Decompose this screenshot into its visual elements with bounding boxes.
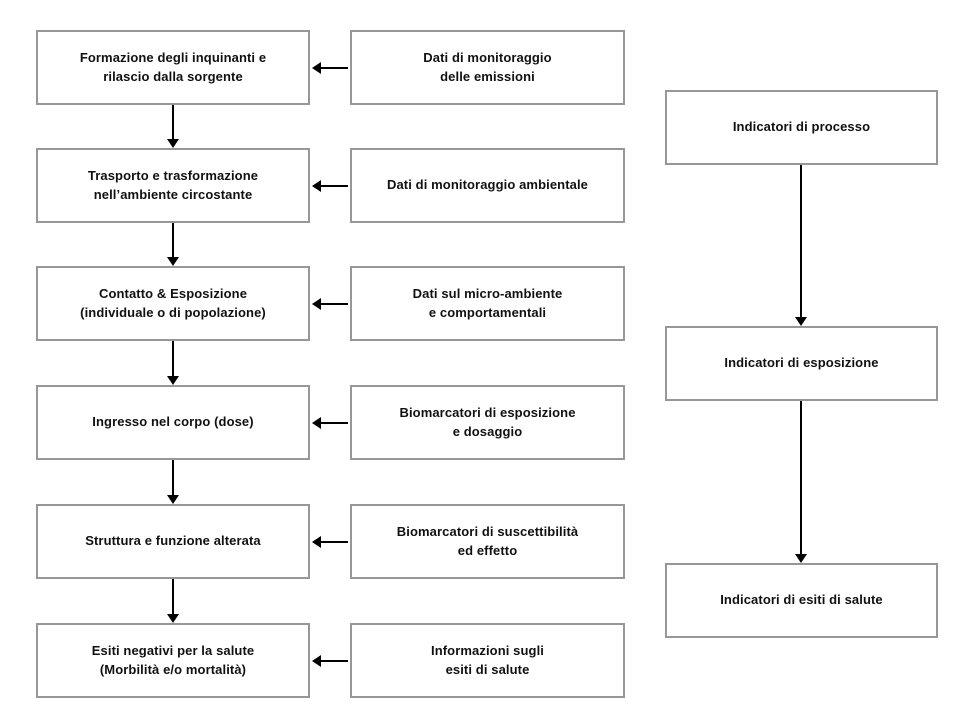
stage-arrow-down-2 (166, 223, 180, 266)
indicator-arrow-down-1 (794, 165, 808, 326)
stage-box-6: Esiti negativi per la salute (Morbilità … (36, 623, 310, 698)
data-box-1-line1: Dati di monitoraggio (423, 50, 552, 65)
stage-arrow-down-3 (166, 341, 180, 385)
arrow-head-left-icon (312, 655, 321, 667)
arrow-shaft (172, 223, 174, 258)
stage-box-1-line1: Formazione degli inquinanti e (79, 50, 267, 65)
arrow-head-down-icon (167, 495, 179, 504)
stage-box-6-line1: Esiti negativi per la salute (91, 643, 255, 658)
stage-arrow-down-1 (166, 105, 180, 148)
arrow-head-left-icon (312, 536, 321, 548)
stage-box-5: Struttura e funzione alterata (36, 504, 310, 579)
arrow-shaft (172, 341, 174, 377)
stage-box-2: Trasporto e trasformazione nell’ambiente… (36, 148, 310, 223)
data-box-3: Dati sul micro-ambiente e comportamental… (350, 266, 625, 341)
stage-box-3: Contatto & Esposizione (individuale o di… (36, 266, 310, 341)
data-arrow-left-6 (312, 654, 348, 668)
arrow-shaft (800, 401, 802, 555)
arrow-shaft (320, 422, 348, 424)
data-arrow-left-5 (312, 535, 348, 549)
stage-box-5-line1: Struttura e funzione alterata (85, 533, 261, 549)
data-box-1: Dati di monitoraggio delle emissioni (350, 30, 625, 105)
data-arrow-left-3 (312, 297, 348, 311)
data-arrow-left-2 (312, 179, 348, 193)
indicator-box-3: Indicatori di esiti di salute (665, 563, 938, 638)
indicator-arrow-down-2 (794, 401, 808, 563)
stage-box-4-line1: Ingresso nel corpo (dose) (92, 414, 254, 430)
arrow-shaft (320, 185, 348, 187)
arrow-head-left-icon (312, 62, 321, 74)
stage-box-2-line2: nell’ambiente circostante (93, 186, 253, 202)
arrow-head-down-icon (795, 554, 807, 563)
arrow-head-left-icon (312, 298, 321, 310)
data-box-4-line1: Biomarcatori di esposizione (399, 405, 576, 420)
arrow-head-left-icon (312, 180, 321, 192)
stage-box-3-line1: Contatto & Esposizione (98, 286, 248, 301)
stage-box-2-line1: Trasporto e trasformazione (87, 168, 259, 183)
arrow-shaft (172, 460, 174, 496)
data-box-2: Dati di monitoraggio ambientale (350, 148, 625, 223)
arrow-shaft (172, 105, 174, 140)
arrow-shaft (320, 541, 348, 543)
data-box-2-line1: Dati di monitoraggio ambientale (386, 177, 588, 193)
arrow-shaft (320, 303, 348, 305)
data-box-1-line2: delle emissioni (440, 68, 535, 84)
stage-box-3-line2: (individuale o di popolazione) (80, 304, 266, 320)
indicator-box-1-label: Indicatori di processo (732, 119, 871, 135)
arrow-head-down-icon (795, 317, 807, 326)
data-box-5-line1: Biomarcatori di suscettibilità (396, 524, 579, 539)
arrow-head-down-icon (167, 257, 179, 266)
stage-box-4: Ingresso nel corpo (dose) (36, 385, 310, 460)
stage-box-1: Formazione degli inquinanti e rilascio d… (36, 30, 310, 105)
data-box-5-line2: ed effetto (457, 542, 518, 558)
arrow-shaft (800, 165, 802, 318)
arrow-head-down-icon (167, 376, 179, 385)
arrow-head-down-icon (167, 614, 179, 623)
arrow-head-left-icon (312, 417, 321, 429)
data-box-5: Biomarcatori di suscettibilità ed effett… (350, 504, 625, 579)
stage-arrow-down-4 (166, 460, 180, 504)
stage-box-1-line2: rilascio dalla sorgente (103, 68, 243, 84)
arrow-shaft (320, 67, 348, 69)
indicator-box-3-label: Indicatori di esiti di salute (720, 592, 883, 608)
arrow-shaft (320, 660, 348, 662)
arrow-head-down-icon (167, 139, 179, 148)
stage-arrow-down-5 (166, 579, 180, 623)
data-box-3-line1: Dati sul micro-ambiente (412, 286, 563, 301)
indicator-box-2-label: Indicatori di esposizione (724, 355, 879, 371)
stage-box-6-line2: (Morbilità e/o mortalità) (99, 661, 247, 677)
data-box-4-line2: e dosaggio (452, 423, 523, 439)
indicator-box-1: Indicatori di processo (665, 90, 938, 165)
data-box-6-line2: esiti di salute (445, 661, 530, 677)
data-arrow-left-4 (312, 416, 348, 430)
indicator-box-2: Indicatori di esposizione (665, 326, 938, 401)
data-box-6-line1: Informazioni sugli (430, 643, 545, 658)
data-arrow-left-1 (312, 61, 348, 75)
data-box-3-line2: e comportamentali (428, 304, 547, 320)
data-box-6: Informazioni sugli esiti di salute (350, 623, 625, 698)
data-box-4: Biomarcatori di esposizione e dosaggio (350, 385, 625, 460)
arrow-shaft (172, 579, 174, 615)
